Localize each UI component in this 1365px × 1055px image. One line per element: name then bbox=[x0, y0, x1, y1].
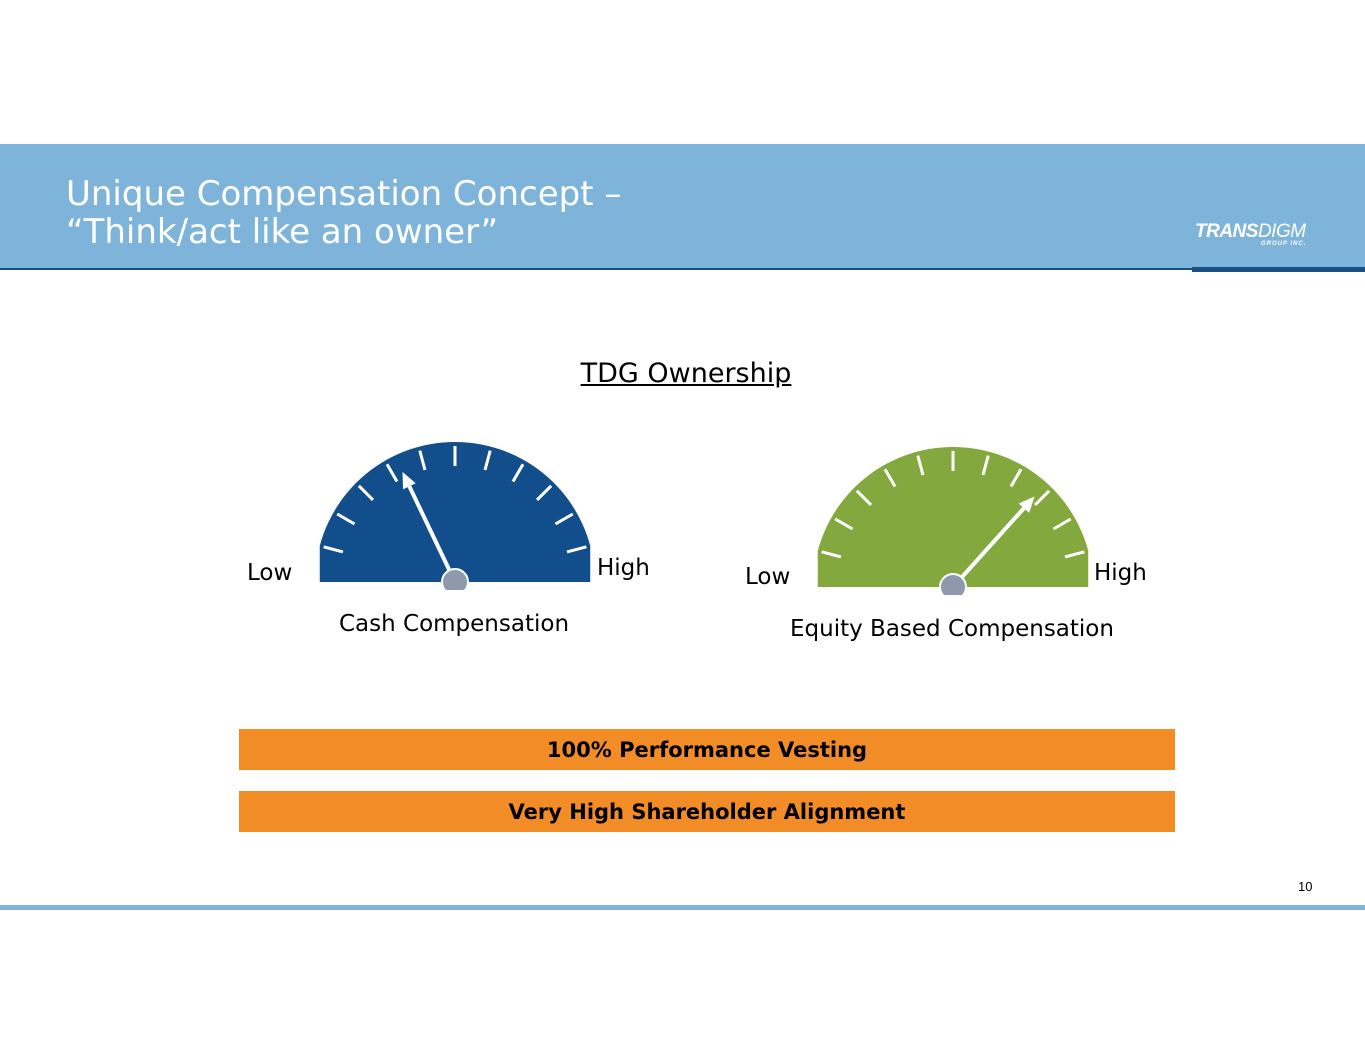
page-number: 10 bbox=[1298, 879, 1313, 894]
cash-gauge-low-label: Low bbox=[247, 560, 293, 586]
performance-vesting-banner: 100% Performance Vesting bbox=[239, 729, 1175, 770]
transdigm-logo: TRANSDIGM GROUP INC. bbox=[1195, 222, 1320, 252]
header-divider bbox=[0, 268, 1365, 270]
gauge-tick bbox=[883, 468, 897, 488]
cash-compensation-gauge bbox=[319, 441, 591, 590]
gauge-tick bbox=[1064, 550, 1085, 559]
gauge-tick bbox=[385, 463, 399, 483]
equity-gauge-ticks bbox=[821, 451, 1085, 559]
equity-gauge-needle bbox=[939, 496, 1035, 595]
gauge-tick bbox=[535, 484, 553, 502]
header-band bbox=[0, 144, 1365, 268]
shareholder-alignment-banner: Very High Shareholder Alignment bbox=[239, 791, 1175, 832]
logo-wordmark-light: DIGM bbox=[1257, 221, 1306, 242]
equity-gauge-high-label: High bbox=[1094, 560, 1147, 586]
logo-wordmark: TRANSDIGM bbox=[1195, 222, 1306, 242]
cash-gauge-dial bbox=[319, 441, 591, 582]
gauge-tick bbox=[821, 550, 842, 559]
cash-gauge-needle bbox=[402, 471, 469, 590]
logo-underline bbox=[1192, 267, 1365, 272]
cash-gauge-ticks bbox=[323, 446, 587, 554]
gauge-tick bbox=[1052, 517, 1072, 531]
gauge-tick bbox=[981, 455, 990, 476]
gauge-needle-head bbox=[402, 471, 416, 490]
gauge-needle-head bbox=[1018, 496, 1035, 513]
gauge-tick bbox=[336, 512, 356, 526]
logo-wordmark-strong: TRANS bbox=[1195, 221, 1258, 242]
slide-title-line-1: Unique Compensation Concept – bbox=[66, 174, 622, 214]
gauge-tick bbox=[834, 517, 854, 531]
gauge-tick bbox=[1033, 489, 1051, 507]
equity-gauge-low-label: Low bbox=[745, 564, 791, 590]
gauge-needle-hub bbox=[939, 573, 967, 595]
gauge-needle-shaft bbox=[407, 485, 457, 583]
gauge-tick bbox=[511, 463, 525, 483]
gauge-tick bbox=[1009, 468, 1023, 488]
slide-title-line-2: “Think/act like an owner” bbox=[66, 212, 499, 252]
equity-compensation-gauge bbox=[817, 446, 1089, 595]
gauge-needle-shaft bbox=[951, 506, 1026, 589]
equity-gauge-dial bbox=[817, 446, 1089, 587]
gauge-tick bbox=[418, 450, 427, 471]
footer-divider bbox=[0, 905, 1365, 910]
gauge-needle-hub bbox=[441, 568, 469, 590]
equity-gauge-title: Equity Based Compensation bbox=[790, 616, 1114, 642]
gauge-tick bbox=[855, 489, 873, 507]
gauge-tick bbox=[483, 450, 492, 471]
logo-subtitle: GROUP INC. bbox=[1261, 241, 1307, 247]
gauge-tick bbox=[916, 455, 925, 476]
gauge-tick bbox=[566, 545, 587, 554]
gauge-tick bbox=[554, 512, 574, 526]
section-heading: TDG Ownership bbox=[580, 358, 792, 389]
cash-gauge-high-label: High bbox=[597, 555, 650, 581]
cash-gauge-title: Cash Compensation bbox=[339, 611, 570, 637]
gauge-tick bbox=[357, 484, 375, 502]
slide-title: Unique Compensation Concept – “Think/act… bbox=[66, 175, 621, 251]
gauge-tick bbox=[323, 545, 344, 554]
